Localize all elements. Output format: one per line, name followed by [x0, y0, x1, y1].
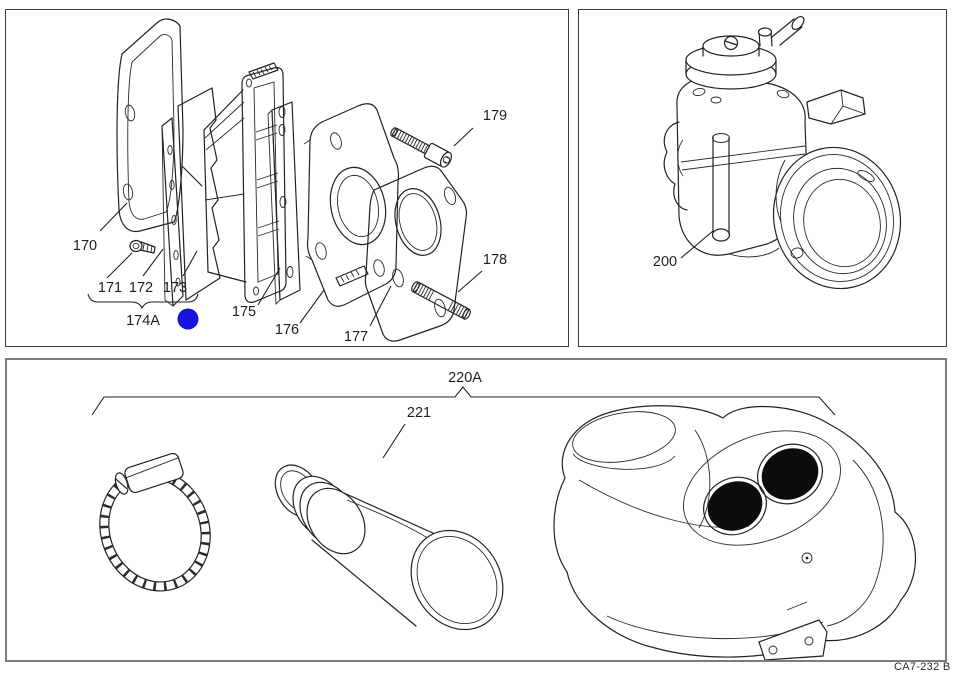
- spacer-175-drawing: [267, 101, 301, 306]
- reed-valve-panel: 170 171 172 173 174A 175 176 177 178 179: [5, 9, 569, 347]
- carburetor-top-cap: [685, 35, 777, 90]
- intake-duct-drawing: [274, 464, 504, 631]
- callout-220a: 220A: [448, 370, 482, 386]
- fuel-inlet-pipe: [757, 15, 805, 47]
- leader-172: [142, 248, 164, 277]
- drawing-code: CA7-232 B: [894, 661, 951, 673]
- callout-174a: 174A: [126, 313, 160, 329]
- callout-221: 221: [407, 405, 431, 421]
- callout-176: 176: [275, 322, 299, 338]
- carburetor-bell: [772, 146, 902, 290]
- leader-179: [453, 127, 474, 147]
- leader-173: [182, 250, 198, 277]
- callout-172: 172: [129, 280, 153, 296]
- callout-173: 173: [163, 280, 187, 296]
- carburetor-drawing: 200: [653, 15, 902, 290]
- brace-174a: [87, 293, 199, 310]
- carburetor-panel: 200: [578, 9, 947, 347]
- leader-175: [257, 267, 281, 306]
- brand-tag-icon: [335, 265, 369, 287]
- hose-clamp-drawing: [99, 452, 211, 592]
- leader-178: [457, 270, 483, 293]
- leader-200: [680, 230, 714, 259]
- inlet-hole-1: [707, 481, 763, 531]
- callout-171: 171: [98, 280, 122, 296]
- reed-stopper-172-drawing: [161, 117, 184, 307]
- air-cleaner-assembly-drawing: 220A 221: [91, 370, 917, 660]
- callout-170: 170: [73, 238, 97, 254]
- callout-200: 200: [653, 254, 677, 270]
- reed-valve-exploded-drawing: 170 171 172 173 174A 175 176 177 178 179: [73, 18, 507, 345]
- socket-bolt-179-drawing: [390, 127, 453, 168]
- idle-screw-tube: [711, 133, 731, 242]
- callout-178: 178: [483, 252, 507, 268]
- cable-bracket: [806, 89, 866, 125]
- reed-cage-174-drawing: [203, 62, 287, 303]
- callout-177: 177: [344, 329, 368, 345]
- leader-176: [299, 289, 325, 324]
- leader-221: [382, 423, 406, 459]
- brand-tag-icon: [248, 62, 279, 80]
- brace-220a: [91, 386, 836, 416]
- mounting-bracket: [758, 619, 828, 660]
- leader-170: [99, 202, 128, 232]
- screw-171-drawing: [129, 239, 156, 254]
- stud-178-drawing: [411, 281, 471, 320]
- inlet-hole-2: [761, 448, 819, 500]
- leader-177: [369, 285, 392, 327]
- flange-gasket-177-drawing: [364, 165, 468, 342]
- leader-171: [106, 252, 133, 279]
- intake-manifold-176-drawing: [303, 103, 400, 307]
- callout-175: 175: [232, 304, 256, 320]
- gasket-170-drawing: [116, 18, 184, 233]
- blue-dot-marker[interactable]: [177, 308, 199, 330]
- air-cleaner-box-drawing: [553, 405, 917, 660]
- callout-179: 179: [483, 108, 507, 124]
- clamp-screw-housing: [114, 452, 184, 495]
- air-cleaner-panel: 220A 221: [5, 358, 947, 662]
- pump-cover: [663, 121, 688, 211]
- reed-petal-173-drawing: [177, 87, 221, 301]
